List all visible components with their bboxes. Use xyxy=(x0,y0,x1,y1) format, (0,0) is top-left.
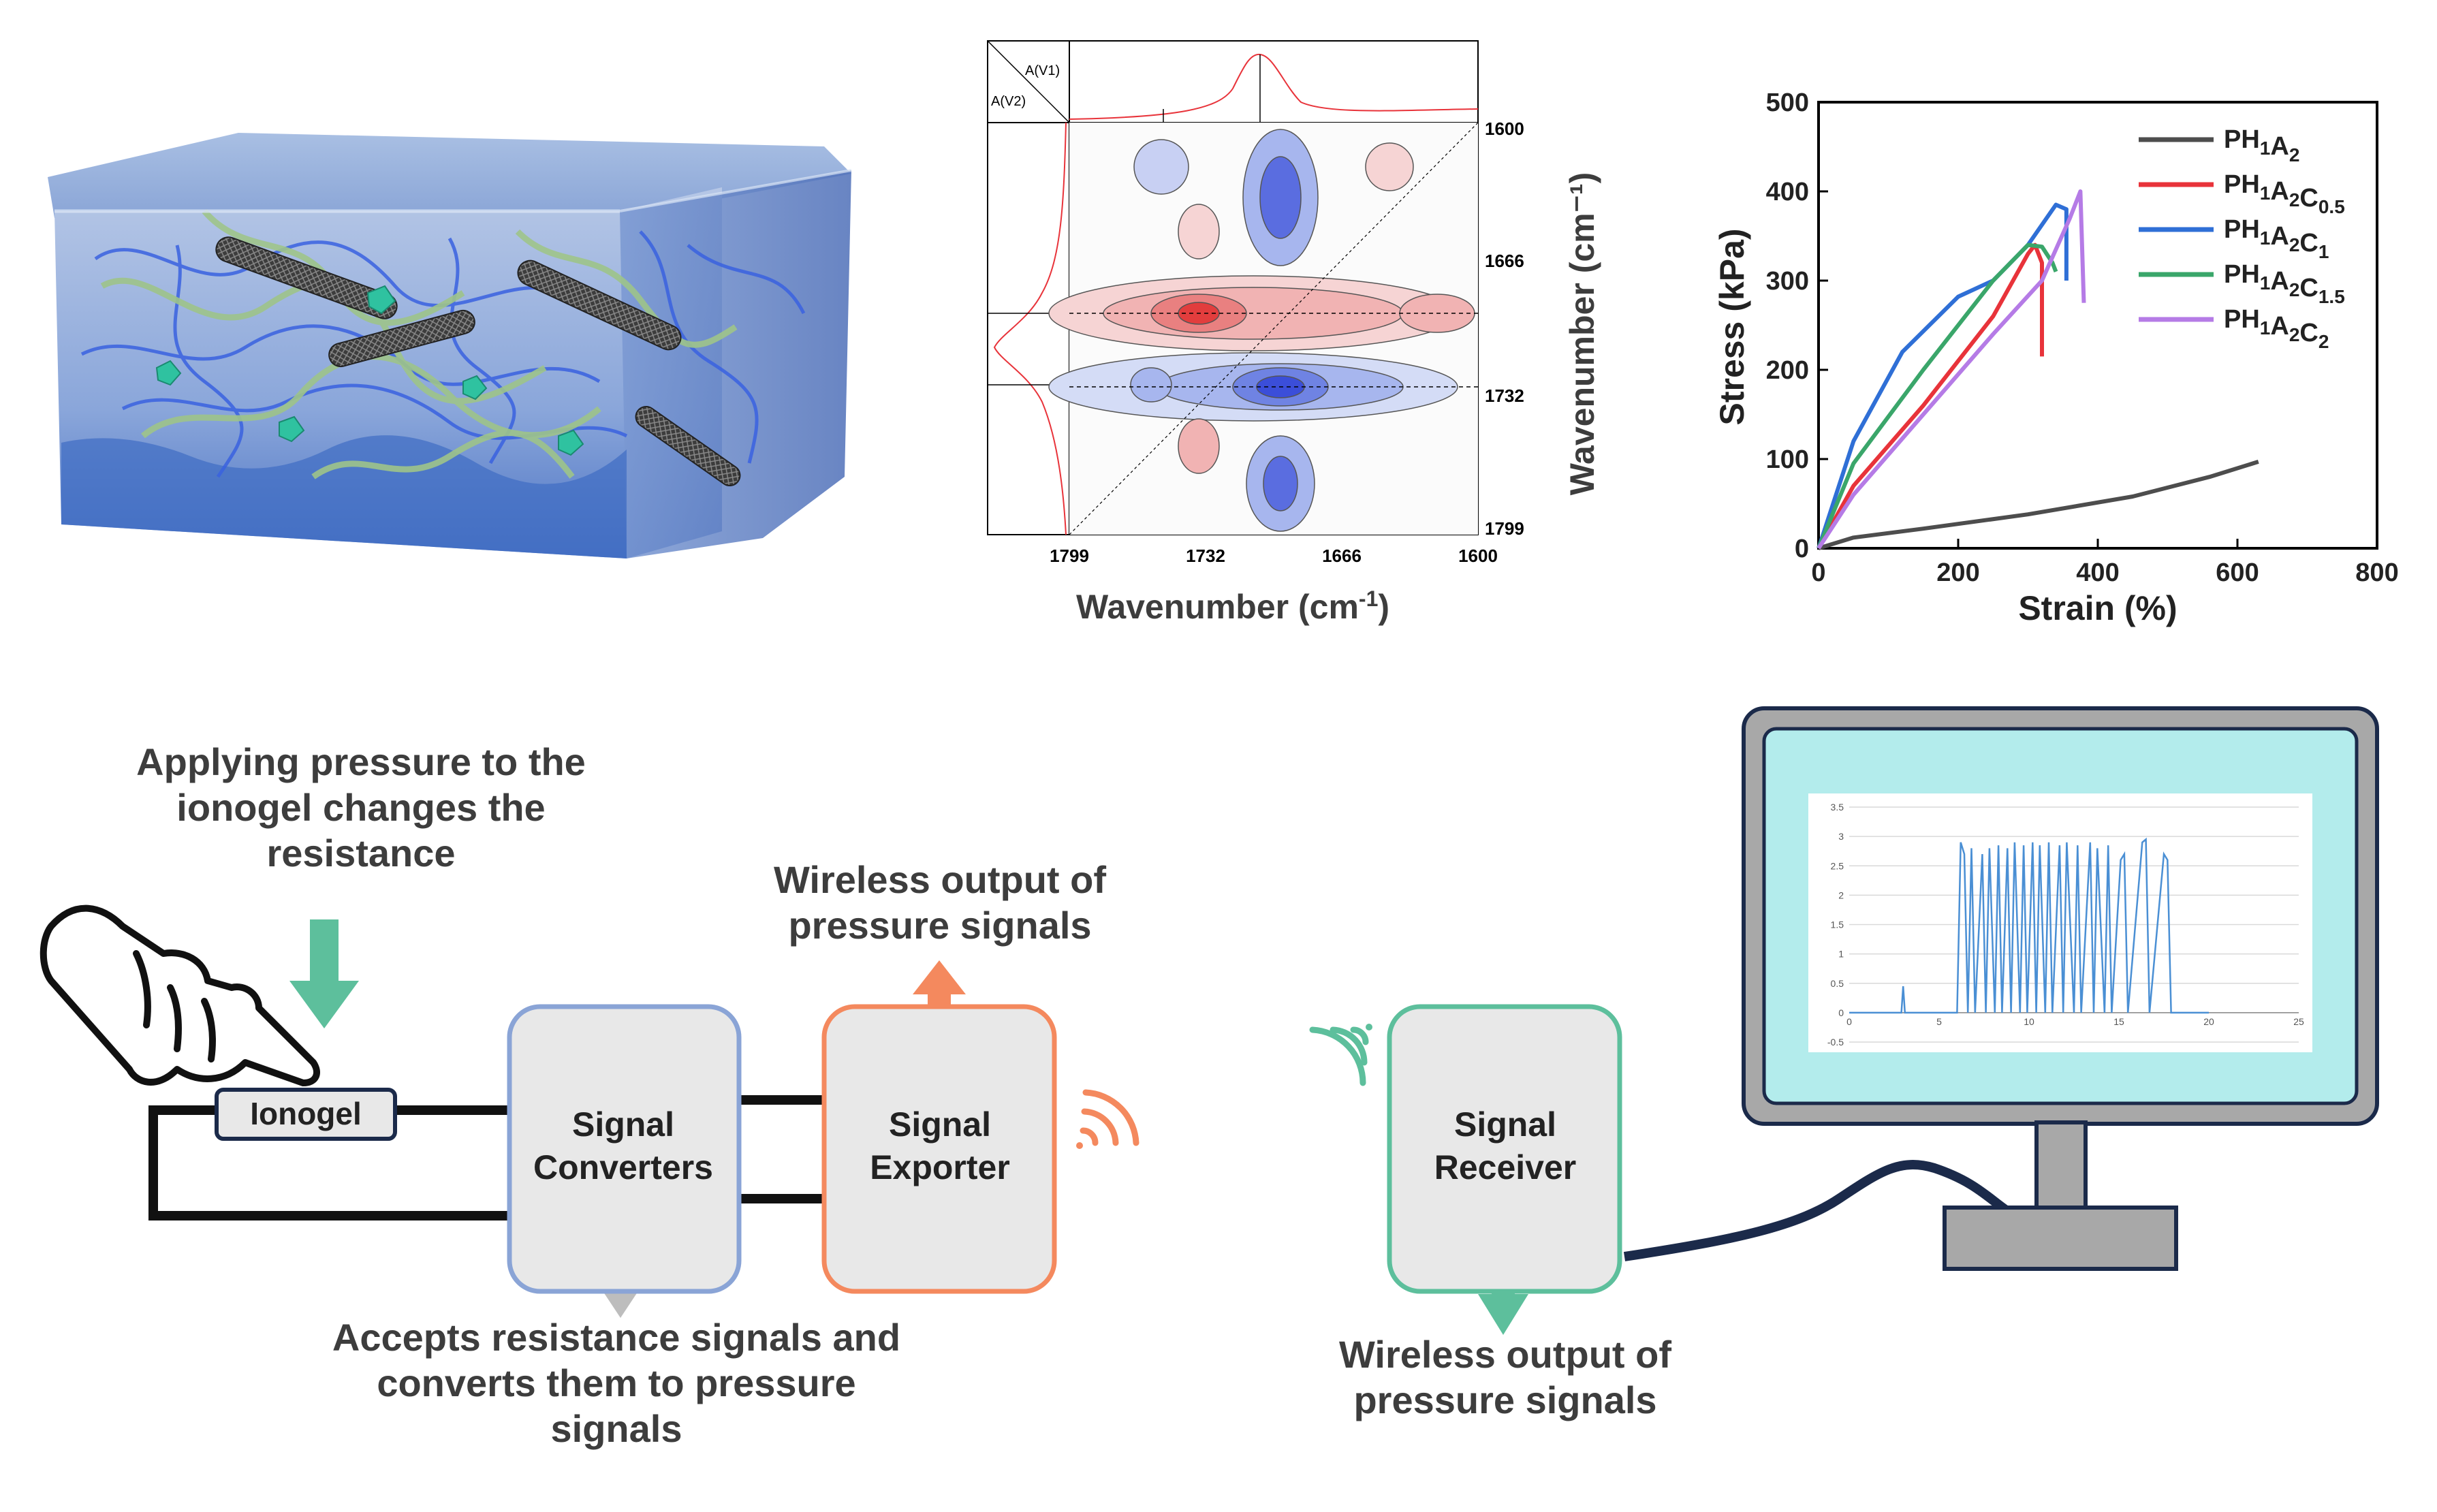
legend-entry: PH1A2C2 xyxy=(2224,305,2329,352)
x-tick-1799: 1799 xyxy=(1050,546,1089,566)
monitor-x-tick: 15 xyxy=(2113,1016,2124,1027)
stress-x-tick-label: 800 xyxy=(2355,558,2398,587)
ftir-y-axis-label: Wavenumber (cm⁻¹) xyxy=(1563,172,1601,496)
exporter-output-label: Wireless output of pressure signals xyxy=(774,858,1106,947)
pressure-label: Applying pressure to the ionogel changes… xyxy=(136,740,586,875)
signal-exporter-label: Signal Exporter xyxy=(870,1105,1010,1186)
stress-x-axis-label: Strain (%) xyxy=(2018,589,2177,627)
y-tick-1799: 1799 xyxy=(1485,518,1524,539)
monitor-y-tick: 3 xyxy=(1838,831,1844,842)
stress-x-tick-label: 200 xyxy=(1936,558,1979,587)
series-line-4 xyxy=(1817,189,2086,550)
ionogel-pad xyxy=(215,1088,397,1141)
monitor-icon xyxy=(1742,706,2379,1271)
x-tick-1666: 1666 xyxy=(1322,546,1362,566)
hand-icon xyxy=(40,904,320,1086)
stress-strain-chart: 0 200 400 600 800 0 100 200 300 400 500 Stress (kP… xyxy=(1696,75,2432,654)
ftir-x-axis-label: Wavenumber (cm-1) xyxy=(1076,586,1389,626)
x-tick-1600: 1600 xyxy=(1458,546,1498,566)
legend-entry: PH1A2 xyxy=(2224,125,2299,166)
receiver-output-label: Wireless output of pressure signals xyxy=(1339,1333,1671,1422)
monitor-x-tick: 20 xyxy=(2203,1016,2214,1027)
stress-x-tick-label: 600 xyxy=(2216,558,2259,587)
legend-entry: PH1A2C0.5 xyxy=(2224,170,2345,217)
ftir-2dcos-panel: A(V1) A(V2) xyxy=(974,34,1628,647)
ionogel-label: Ionogel xyxy=(250,1096,362,1131)
stress-y-tick-label: 100 xyxy=(1766,445,1809,474)
corner-top-label: A(V1) xyxy=(1025,63,1060,78)
x-tick-1732: 1732 xyxy=(1186,546,1225,566)
legend-entry: PH1A2C1 xyxy=(2224,215,2329,262)
monitor-x-tick: 10 xyxy=(2024,1016,2034,1027)
monitor-x-tick: 0 xyxy=(1846,1016,1852,1027)
stress-y-tick-label: 0 xyxy=(1795,535,1809,563)
monitor-y-tick: 2 xyxy=(1838,889,1844,900)
series-line-1 xyxy=(1817,242,2044,550)
stress-x-tick-label: 400 xyxy=(2076,558,2119,587)
stress-y-tick-label: 500 xyxy=(1766,89,1809,117)
monitor-x-tick: 25 xyxy=(2293,1016,2304,1027)
monitor-y-tick: 3.5 xyxy=(1831,802,1844,813)
y-tick-1600: 1600 xyxy=(1485,119,1524,139)
legend-entry: PH1A2C1.5 xyxy=(2224,260,2345,307)
signal-receiver-label: Signal Receiver xyxy=(1434,1105,1577,1186)
monitor-y-tick: 1.5 xyxy=(1831,919,1844,930)
series-line-0 xyxy=(1818,460,2259,550)
stress-y-tick-label: 200 xyxy=(1766,356,1809,385)
monitor-y-tick: 1 xyxy=(1838,949,1844,960)
monitor-y-tick: 0.5 xyxy=(1831,978,1844,989)
ionogel-3d-illustration xyxy=(41,123,858,572)
stress-y-tick-label: 300 xyxy=(1766,267,1809,296)
contour-map xyxy=(1048,122,1479,535)
stress-y-tick-label: 400 xyxy=(1766,178,1809,206)
wifi-orange-icon xyxy=(1076,1089,1139,1149)
y-tick-1666: 1666 xyxy=(1485,251,1524,271)
pressure-arrow xyxy=(289,919,359,1028)
y-tick-1732: 1732 xyxy=(1485,385,1524,406)
monitor-y-tick: 0 xyxy=(1838,1007,1844,1018)
monitor-signal-line xyxy=(1849,837,2209,1014)
monitor-y-tick: 2.5 xyxy=(1831,860,1844,871)
stress-x-tick-label: 0 xyxy=(1811,558,1825,587)
signal-converters-box xyxy=(507,1004,742,1294)
wifi-teal-icon xyxy=(1309,1024,1372,1086)
monitor-x-tick: 5 xyxy=(1936,1016,1942,1027)
signal-receiver-box xyxy=(1387,1004,1622,1294)
signal-exporter-box xyxy=(821,1004,1057,1294)
stress-y-axis-label: Stress (kPa) xyxy=(1713,228,1751,425)
monitor-y-tick: -0.5 xyxy=(1827,1037,1844,1048)
corner-bottom-label: A(V2) xyxy=(991,94,1026,109)
signal-converters-label: Signal Converters xyxy=(533,1105,713,1186)
converter-description-label: Accepts resistance signals and converts … xyxy=(332,1316,901,1451)
